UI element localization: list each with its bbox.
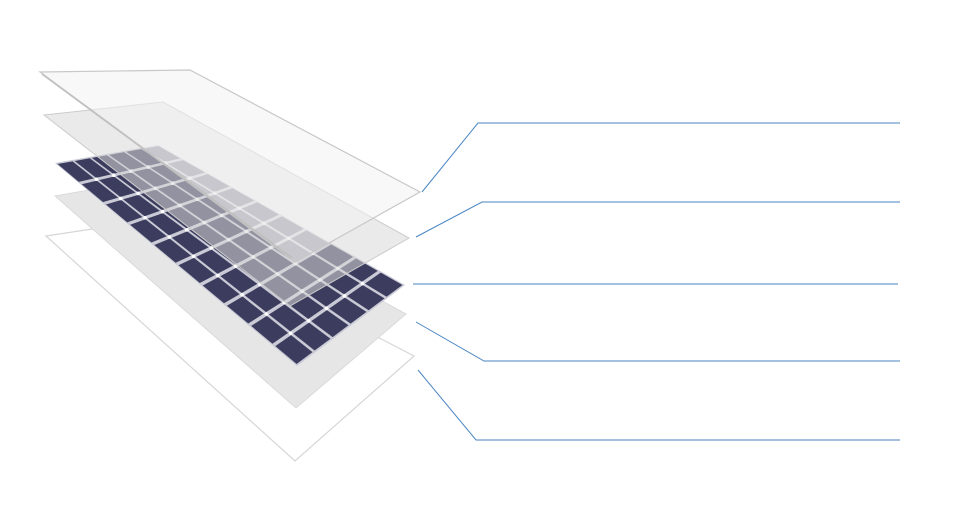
cell-junction-dot [185, 228, 189, 232]
callout-line-front-glass [421, 122, 900, 193]
front-glass-highlight [41, 73, 293, 259]
solar-cell [57, 161, 94, 182]
cell-junction-dot [240, 292, 244, 297]
cell-junction-dot [233, 264, 238, 269]
cell-junction-dot [216, 273, 220, 278]
cell-junction-dot [342, 294, 347, 298]
solar-cell [154, 238, 192, 263]
solar-cell [202, 277, 240, 304]
cell-junction-dot [324, 306, 329, 311]
solar-cell [196, 249, 234, 274]
solar-cell [293, 322, 331, 351]
solar-cell [81, 180, 119, 203]
cell-junction-dot [136, 191, 140, 196]
solar-cell [105, 199, 143, 223]
cell-junction-dot [160, 209, 165, 214]
solar-cell [98, 176, 136, 198]
cell-junction-dot [264, 312, 269, 316]
solar-cell [130, 219, 167, 243]
cell-junction-dot [306, 319, 311, 323]
solar-cell [178, 257, 216, 284]
cell-junction-dot [191, 254, 196, 259]
solar-cell [244, 286, 282, 313]
cell-junction-dot [118, 196, 123, 201]
solar-cell [123, 194, 160, 217]
cell-junction-dot [143, 215, 147, 220]
cell-junction-dot [209, 246, 213, 250]
cell-junction-dot [360, 281, 365, 286]
solar-cell [275, 335, 313, 364]
solar-cell [226, 296, 264, 324]
callout-line-backsheet [417, 369, 900, 441]
solar-cell [74, 158, 112, 178]
solar-cell [171, 231, 209, 255]
solar-cell [311, 310, 349, 338]
solar-cell [329, 297, 367, 324]
cell-junction-dot [94, 177, 99, 182]
solar-cell [147, 213, 185, 236]
cell-junction-dot [167, 235, 172, 239]
solar-cell [364, 272, 403, 297]
cell-junction-dot [288, 331, 293, 336]
solar-cell [268, 304, 307, 332]
solar-cell [347, 285, 385, 311]
solar-cell [251, 315, 289, 344]
cell-junction-dot [111, 173, 116, 177]
solar-cell [220, 267, 258, 293]
callout-line-lower-encapsulant [415, 321, 900, 362]
callout-line-upper-encapsulant [415, 201, 900, 238]
